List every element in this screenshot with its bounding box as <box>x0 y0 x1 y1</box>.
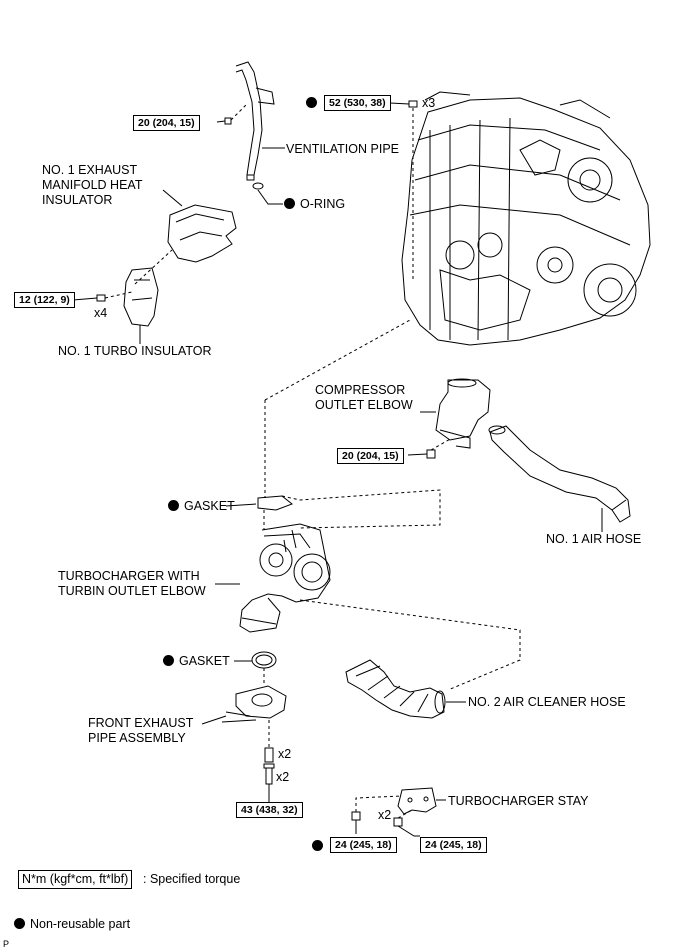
qty-stud-upper: x2 <box>278 747 292 761</box>
torque-compressor-bolt: 20 (204, 15) <box>337 448 404 464</box>
label-exhaust-heat-insulator: NO. 1 EXHAUST MANIFOLD HEAT INSULATOR <box>42 163 143 207</box>
stud-upper-shape <box>264 747 274 763</box>
torque-nut-top: 52 (530, 38) <box>324 95 391 111</box>
nonreusable-dot-nut <box>306 97 317 108</box>
label-cleaner-hose: NO. 2 AIR CLEANER HOSE <box>468 695 626 709</box>
legend-unit-box: N*m (kgf*cm, ft*lbf) <box>18 870 133 889</box>
label-gasket-lower: GASKET <box>163 654 230 669</box>
alignment-lines <box>104 102 521 819</box>
label-ventilation-pipe: VENTILATION PIPE <box>286 142 399 156</box>
torque-stay-bolt: 24 (245, 18) <box>420 837 487 853</box>
turbo-insulator <box>123 267 159 327</box>
label-turbocharger: TURBOCHARGER WITH TURBIN OUTLET ELBOW <box>58 569 206 598</box>
compressor-outlet-elbow <box>435 378 491 449</box>
exhaust-heat-insulator <box>167 204 237 263</box>
ventilation-pipe <box>235 61 275 181</box>
gasket-upper-shape <box>257 495 293 511</box>
label-turbo-insulator: NO. 1 TURBO INSULATOR <box>58 344 212 358</box>
air-cleaner-hose <box>345 659 446 719</box>
stay-nut-shape <box>351 811 361 821</box>
stay-bolt-shape <box>393 817 403 827</box>
torque-stay-nut: 24 (245, 18) <box>330 837 397 853</box>
nonreusable-dot-stay-nut <box>312 840 323 851</box>
leader-lines <box>72 102 603 837</box>
qty-insulator-bolt: x4 <box>94 306 108 320</box>
legend-nonreusable: Non-reusable part <box>14 917 130 932</box>
torque-vent-bolt: 20 (204, 15) <box>133 115 200 131</box>
turbocharger-stay <box>397 787 437 815</box>
torque-exhaust-stud: 43 (438, 32) <box>236 802 303 818</box>
engine-block <box>401 91 651 346</box>
compressor-bolt-shape <box>426 449 436 459</box>
turbocharger <box>239 523 331 633</box>
stud-lower-shape <box>263 763 275 785</box>
corner-mark: P <box>3 939 10 949</box>
top-nut-shape <box>408 100 418 108</box>
vent-bolt-shape <box>224 117 232 125</box>
front-exhaust-pipe <box>221 685 287 723</box>
o-ring-shape <box>252 182 264 190</box>
qty-top-nut: x3 <box>422 96 436 110</box>
gasket-lower-shape <box>251 651 277 669</box>
air-hose <box>488 425 631 523</box>
label-air-hose: NO. 1 AIR HOSE <box>546 532 642 546</box>
nonreusable-dot <box>168 500 179 511</box>
label-o-ring: O-RING <box>284 197 345 212</box>
nonreusable-dot <box>284 198 295 209</box>
torque-insulator-bolt: 12 (122, 9) <box>14 292 75 308</box>
label-turbocharger-stay: TURBOCHARGER STAY <box>448 794 589 808</box>
label-gasket-upper: GASKET <box>168 499 235 514</box>
qty-stud-lower: x2 <box>276 770 290 784</box>
label-compressor-elbow: COMPRESSOR OUTLET ELBOW <box>315 383 413 412</box>
nonreusable-dot <box>14 918 25 929</box>
nonreusable-dot <box>163 655 174 666</box>
label-exhaust-pipe: FRONT EXHAUST PIPE ASSEMBLY <box>88 716 194 745</box>
legend-unit-text: : Specified torque <box>143 872 241 886</box>
qty-stay-bolt: x2 <box>378 808 392 822</box>
insulator-bolt-shape <box>96 294 106 302</box>
